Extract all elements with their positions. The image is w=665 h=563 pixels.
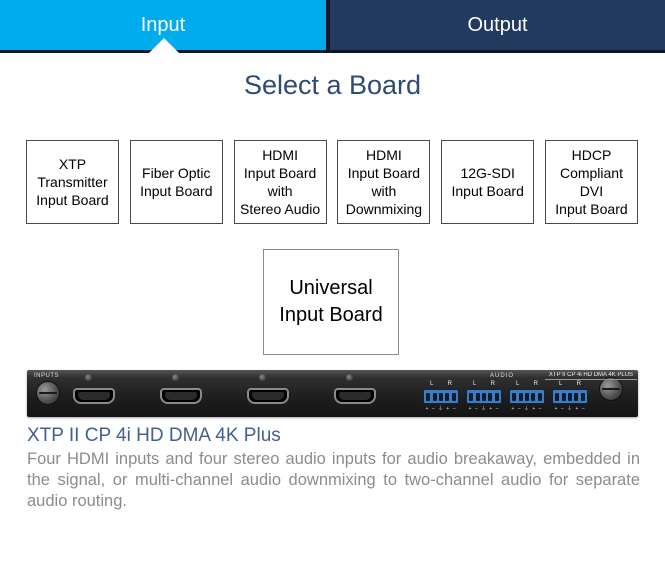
board-button-hdmi-stereo-audio[interactable]: HDMI Input Board with Stereo Audio [233,140,327,224]
screw-icon [259,374,266,381]
board-button-hdcp-dvi[interactable]: HDCP Compliant DVI Input Board [544,140,638,224]
product-panel-image: INPUTS AUDIO L R + – ⏚ + – L R [27,370,638,417]
tab-bar: Input Output [0,0,665,53]
hdmi-port-icon [334,388,376,404]
channel-left-label: L [516,381,520,387]
right-thumbscrew-icon [599,377,623,401]
product-description: Four HDMI inputs and four stereo audio i… [27,450,640,510]
audio-terminal-block: L R + – ⏚ + – [509,381,545,412]
screw-icon [172,374,179,381]
board-button-hdmi-downmixing[interactable]: HDMI Input Board with Downmixing [337,140,431,224]
terminal-polarity-marks: + – ⏚ + – [425,406,457,412]
screw-icon [85,374,92,381]
terminal-polarity-marks: + – ⏚ + – [468,406,500,412]
channel-right-label: R [576,381,581,387]
channel-right-label: R [490,381,495,387]
tab-output[interactable]: Output [330,0,665,50]
terminal-connector-icon [552,389,588,404]
terminal-connector-icon [423,389,459,404]
channel-right-label: R [533,381,538,387]
board-button-row: XTP Transmitter Input Board Fiber Optic … [26,140,638,224]
audio-terminal-block: L R + – ⏚ + – [423,381,459,412]
hdmi-port-icon [247,388,289,404]
hdmi-port-icon [160,388,202,404]
audio-terminal-block: L R + – ⏚ + – [466,381,502,412]
channel-left-label: L [473,381,477,387]
panel-audio-label: AUDIO [489,373,514,379]
product-title-link[interactable]: XTP II CP 4i HD DMA 4K Plus [27,425,281,446]
channel-right-label: R [447,381,452,387]
active-tab-pointer-icon [149,38,179,53]
tab-underline [0,50,665,53]
page-title: Select a Board [243,70,422,100]
terminal-polarity-marks: + – ⏚ + – [554,406,586,412]
channel-left-label: L [559,381,563,387]
board-button-12g-sdi[interactable]: 12G-SDI Input Board [441,140,535,224]
board-button-universal[interactable]: Universal Input Board [263,249,399,355]
panel-model-label: XTP II CP 4i HD DMA 4K PLUS [545,372,637,380]
audio-terminal-block: L R + – ⏚ + – [552,381,588,412]
board-button-fiber-optic[interactable]: Fiber Optic Input Board [129,140,223,224]
hdmi-port-icon [73,388,115,404]
terminal-connector-icon [466,389,502,404]
board-button-xtp-transmitter[interactable]: XTP Transmitter Input Board [26,140,119,224]
panel-inputs-label: INPUTS [34,373,60,379]
left-thumbscrew-icon [36,381,60,405]
screw-icon [346,374,353,381]
channel-left-label: L [430,381,434,387]
terminal-connector-icon [509,389,545,404]
tab-divider [326,0,330,53]
terminal-polarity-marks: + – ⏚ + – [511,406,543,412]
